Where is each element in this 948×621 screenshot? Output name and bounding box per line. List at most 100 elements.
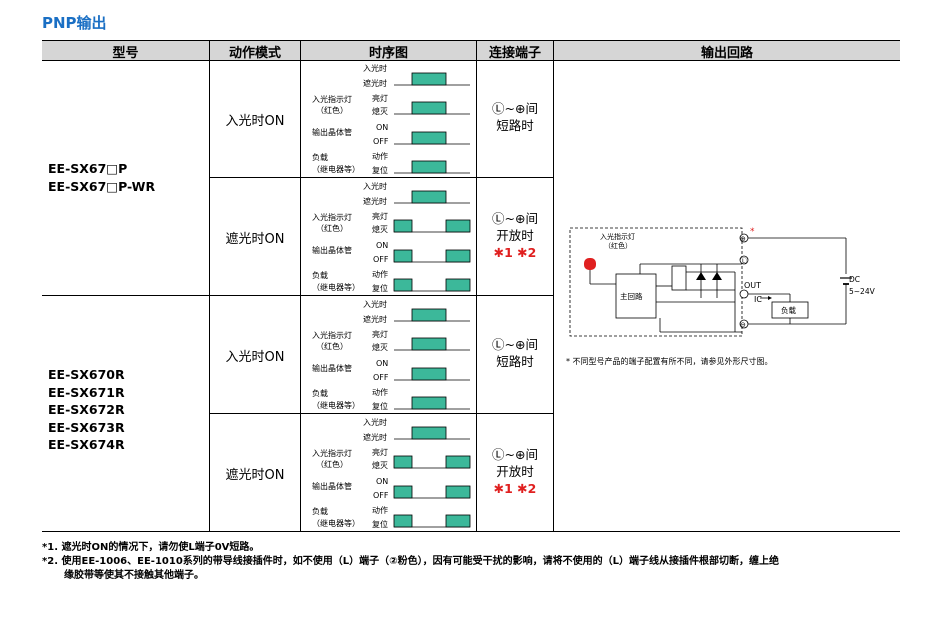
timing-label: 遮光时 (363, 197, 387, 206)
terminal-condition: Ⓛ~⊕间 短路时 (478, 100, 552, 134)
footnote-mark: *2. (42, 556, 58, 567)
timing-label: 动作 (372, 506, 388, 515)
out-label: OUT (744, 281, 761, 290)
terminal-line: 短路时 (496, 354, 534, 369)
mode-label: 入光时ON (225, 350, 285, 365)
terminal-line: Ⓛ~⊕间 (492, 337, 538, 352)
timing-label: （红色） (316, 342, 348, 351)
timing-label: 入光指示灯 (312, 213, 352, 222)
terminal-condition: Ⓛ~⊕间 开放时 ✱1 ✱2 (478, 446, 552, 497)
circuit-footnote: * 不同型号产品的端子配置有所不同，请参见外形尺寸图。 (566, 357, 773, 366)
timing-label: （继电器等） (312, 165, 360, 174)
mode-label: 遮光时ON (225, 468, 285, 483)
footnote-text: 缘胶带等使其不接触其他端子。 (64, 570, 204, 581)
header-mode: 动作模式 (210, 40, 300, 61)
footnote-text: 使用EE-1006、EE-1010系列的带导线接插件时，如不使用（L）端子（②粉… (61, 556, 779, 567)
timing-label: 输出晶体管 (312, 482, 352, 491)
timing-label: 负载 (312, 153, 328, 162)
timing-label: 入光指示灯 (312, 331, 352, 340)
timing-label: 熄灭 (372, 107, 388, 116)
timing-label: 亮灯 (372, 330, 388, 339)
model-name: EE-SX671R (48, 384, 125, 400)
header-terminal: 连接端子 (477, 40, 553, 61)
timing-label: 熄灭 (372, 461, 388, 470)
timing-label: 入光时 (363, 182, 387, 191)
terminal-line: Ⓛ~⊕间 (492, 101, 538, 116)
timing-label: OFF (373, 255, 389, 264)
timing-pulse (445, 455, 471, 469)
timing-label: （红色） (316, 460, 348, 469)
footnote-mark: *1. (42, 542, 58, 553)
indicator-lamp (584, 258, 596, 270)
timing-pulse (445, 278, 471, 292)
timing-label: （继电器等） (312, 401, 360, 410)
footnotes: *1. 遮光时ON的情况下，请勿使L端子0V短路。 *2. 使用EE-1006、… (42, 541, 779, 583)
footnote-row: *1. 遮光时ON的情况下，请勿使L端子0V短路。 (42, 541, 779, 555)
timing-label: 入光指示灯 (312, 449, 352, 458)
ic-label: IC (754, 295, 762, 304)
footnote-text: 遮光时ON的情况下，请勿使L端子0V短路。 (61, 542, 260, 553)
arrow-icon (768, 296, 772, 300)
timing-label: 熄灭 (372, 225, 388, 234)
timing-pulse (393, 485, 413, 499)
timing-pulse (393, 278, 413, 292)
timing-label: OFF (373, 491, 389, 500)
output-circuit-diagram: 入光指示灯 （红色） 主回路 * ⊕ Ⓛ ⊖ OUT IC 负载 DC 5~24… (569, 227, 876, 337)
timing-label: （红色） (316, 106, 348, 115)
timing-label: 输出晶体管 (312, 128, 352, 137)
footnote-row: *2. 使用EE-1006、EE-1010系列的带导线接插件时，如不使用（L）端… (42, 555, 779, 569)
sensor-boundary (569, 227, 743, 337)
timing-pulse (411, 396, 447, 410)
model-name: EE-SX674R (48, 437, 125, 452)
model-name: EE-SX67□P (48, 161, 128, 176)
timing-pulse (393, 514, 413, 528)
model-name: EE-SX67□P-WR (48, 178, 156, 194)
col-divider (553, 40, 554, 531)
timing-label: 遮光时 (363, 79, 387, 88)
timing-label: （继电器等） (312, 519, 360, 528)
timing-label: ON (376, 241, 389, 250)
plus-label: ⊕ (740, 235, 746, 243)
timing-label: ON (376, 123, 389, 132)
terminal-condition: Ⓛ~⊕间 短路时 (478, 336, 552, 370)
timing-pulse (411, 308, 447, 322)
timing-pulse (445, 249, 471, 263)
lamp-label: 入光指示灯 (600, 232, 635, 241)
timing-label: 入光时 (363, 64, 387, 73)
timing-label: 亮灯 (372, 94, 388, 103)
model-group-1: EE-SX67□P EE-SX67□P-WR (48, 160, 155, 195)
timing-label: ON (376, 359, 389, 368)
model-group-2: EE-SX670R EE-SX671R EE-SX672R EE-SX673R … (48, 366, 125, 454)
timing-label: 熄灭 (372, 343, 388, 352)
timing-label: （红色） (316, 224, 348, 233)
timing-pulse (411, 160, 447, 174)
note-marks: ✱1 ✱2 (493, 245, 537, 260)
row-divider (210, 413, 553, 414)
timing-pulse (411, 72, 447, 86)
main-circuit-label: 主回路 (620, 291, 643, 301)
timing-pulse (393, 219, 413, 233)
l-label: Ⓛ (740, 257, 747, 265)
dc-label: DC (849, 275, 860, 284)
terminal-condition: Ⓛ~⊕间 开放时 ✱1 ✱2 (478, 210, 552, 261)
timing-label: 亮灯 (372, 448, 388, 457)
model-name: EE-SX670R (48, 367, 125, 382)
table-top-line (42, 40, 900, 41)
model-name: EE-SX673R (48, 419, 125, 435)
main-circuit-box (615, 273, 657, 319)
footnote-row: 缘胶带等使其不接触其他端子。 (42, 569, 779, 583)
model-name: EE-SX672R (48, 402, 125, 417)
col-divider (476, 40, 477, 531)
timing-label: （继电器等） (312, 283, 360, 292)
timing-label: 动作 (372, 152, 388, 161)
transistor-symbol (671, 265, 687, 291)
timing-label: 入光时 (363, 418, 387, 427)
timing-label: 负载 (312, 271, 328, 280)
row-divider (210, 177, 553, 178)
note-marks: ✱1 ✱2 (493, 481, 537, 496)
timing-label: 动作 (372, 270, 388, 279)
